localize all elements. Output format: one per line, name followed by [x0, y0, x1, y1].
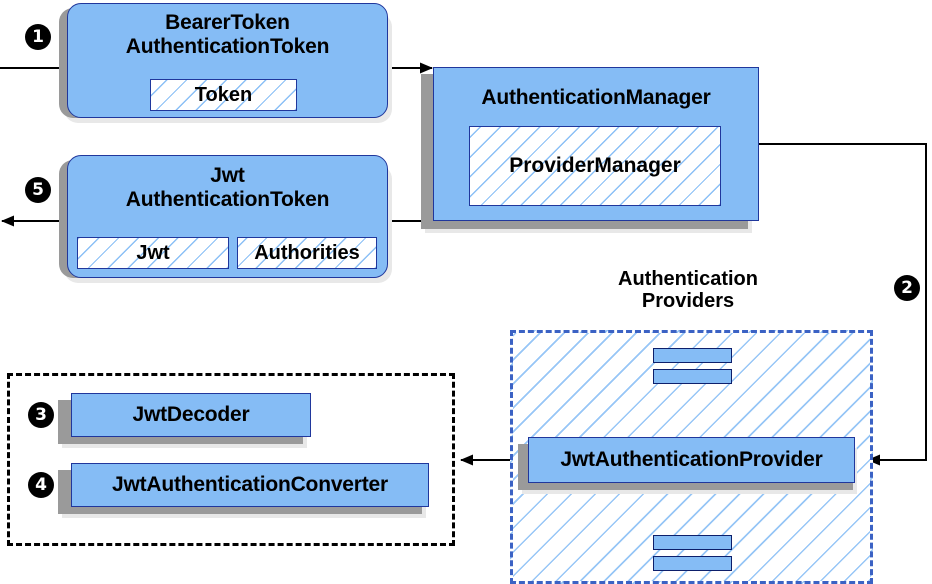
marker-step-1: 1	[25, 24, 51, 50]
marker-step-3: 3	[28, 402, 54, 428]
marker-step-1-label: 1	[32, 26, 44, 47]
node-jwt-authentication-provider[interactable]: JwtAuthenticationProvider	[528, 437, 855, 483]
node-jwt-authentication-converter[interactable]: JwtAuthenticationConverter	[71, 463, 429, 507]
jwt-support-components-region	[7, 373, 455, 546]
jwt-token-inner-authorities-label: Authorities	[254, 241, 360, 264]
bearer-token-title: BearerToken AuthenticationToken	[125, 11, 330, 58]
marker-step-4: 4	[28, 472, 54, 498]
marker-step-5: 5	[25, 177, 51, 203]
provider-stub-bar-top-1	[653, 348, 732, 363]
jwt-authentication-provider-title: JwtAuthenticationProvider	[560, 448, 823, 472]
node-jwt-decoder[interactable]: JwtDecoder	[71, 393, 311, 437]
jwt-token-inner-jwt-field[interactable]: Jwt	[77, 237, 229, 269]
marker-step-2: 2	[894, 275, 920, 301]
provider-stub-bar-bottom-2	[653, 556, 732, 571]
bearer-token-inner-token-field[interactable]: Token	[150, 79, 297, 111]
authentication-manager-title: AuthenticationManager	[481, 86, 711, 109]
marker-step-3-label: 3	[35, 404, 47, 425]
authentication-providers-caption: Authentication Providers	[618, 268, 758, 312]
provider-manager-label: ProviderManager	[509, 154, 681, 177]
jwt-authentication-converter-title: JwtAuthenticationConverter	[112, 473, 388, 497]
provider-stub-bar-top-2	[653, 369, 732, 384]
bearer-token-inner-token-label: Token	[194, 83, 253, 106]
jwt-token-inner-jwt-label: Jwt	[136, 241, 170, 264]
authentication-manager-inner-provider-manager[interactable]: ProviderManager	[469, 126, 721, 206]
marker-step-4-label: 4	[35, 474, 47, 495]
jwt-authentication-token-title: Jwt AuthenticationToken	[125, 164, 330, 211]
marker-step-2-label: 2	[901, 277, 913, 298]
jwt-token-inner-authorities-field[interactable]: Authorities	[237, 237, 377, 269]
marker-step-5-label: 5	[32, 179, 44, 200]
jwt-decoder-title: JwtDecoder	[132, 403, 250, 427]
provider-stub-bar-bottom-1	[653, 535, 732, 550]
